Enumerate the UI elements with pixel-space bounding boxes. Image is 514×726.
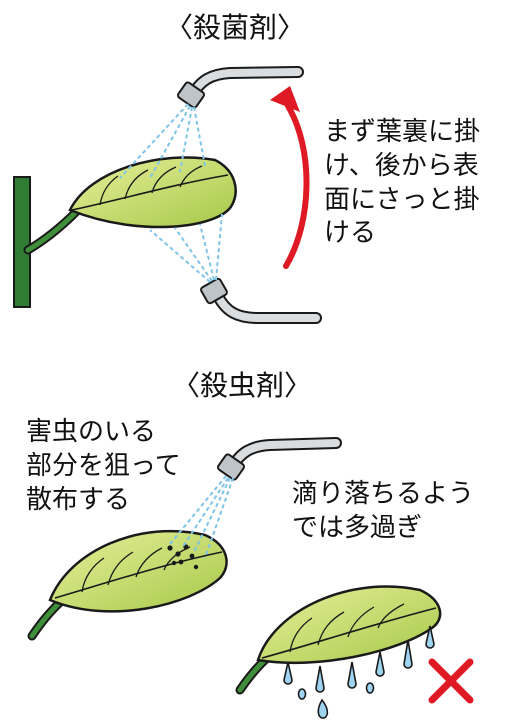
fungicide-note-line: け、後から表: [324, 150, 479, 181]
spray-target: [169, 475, 234, 559]
drip-drops: [283, 625, 435, 719]
spray-bottom: [149, 213, 223, 283]
pest-dots: [167, 544, 199, 570]
fungicide-heading: 〈殺菌剤〉: [165, 11, 306, 44]
target-note-line: 散布する: [26, 484, 131, 515]
fungicide-note-line: まず葉裏に掛: [324, 117, 481, 147]
arrow-head-icon: [270, 86, 300, 112]
drip-note-line: では多過ぎ: [292, 512, 423, 543]
drip-note: 滴り落ちるよう では多過ぎ: [292, 478, 474, 546]
leaf-dripping: [256, 585, 442, 665]
leaf-veins: [99, 165, 203, 206]
curved-arrow-icon: [283, 103, 310, 269]
target-note-line: 害虫のいる: [26, 417, 157, 447]
drip-note-line: 滴り落ちるよう: [292, 479, 475, 509]
fungicide-note-line: 面にさっと掛: [324, 184, 480, 215]
spray-top: [119, 103, 206, 179]
nozzle-3: [217, 453, 245, 481]
fungicide-note-line: ける: [324, 218, 377, 249]
red-cross-icon: [428, 658, 474, 704]
nozzle-lower: [200, 277, 228, 305]
target-note: 害虫のいる 部分を狙って 散布する: [26, 416, 181, 517]
target-note-line: 部分を狙って: [26, 450, 181, 481]
fungicide-note: まず葉裏に掛 け、後から表 面にさっと掛 ける: [324, 116, 480, 251]
insecticide-heading: 〈殺虫剤〉: [172, 369, 313, 402]
nozzle-upper: [177, 81, 205, 109]
plant-stem: [13, 176, 31, 308]
leaf-midrib: [71, 174, 229, 211]
